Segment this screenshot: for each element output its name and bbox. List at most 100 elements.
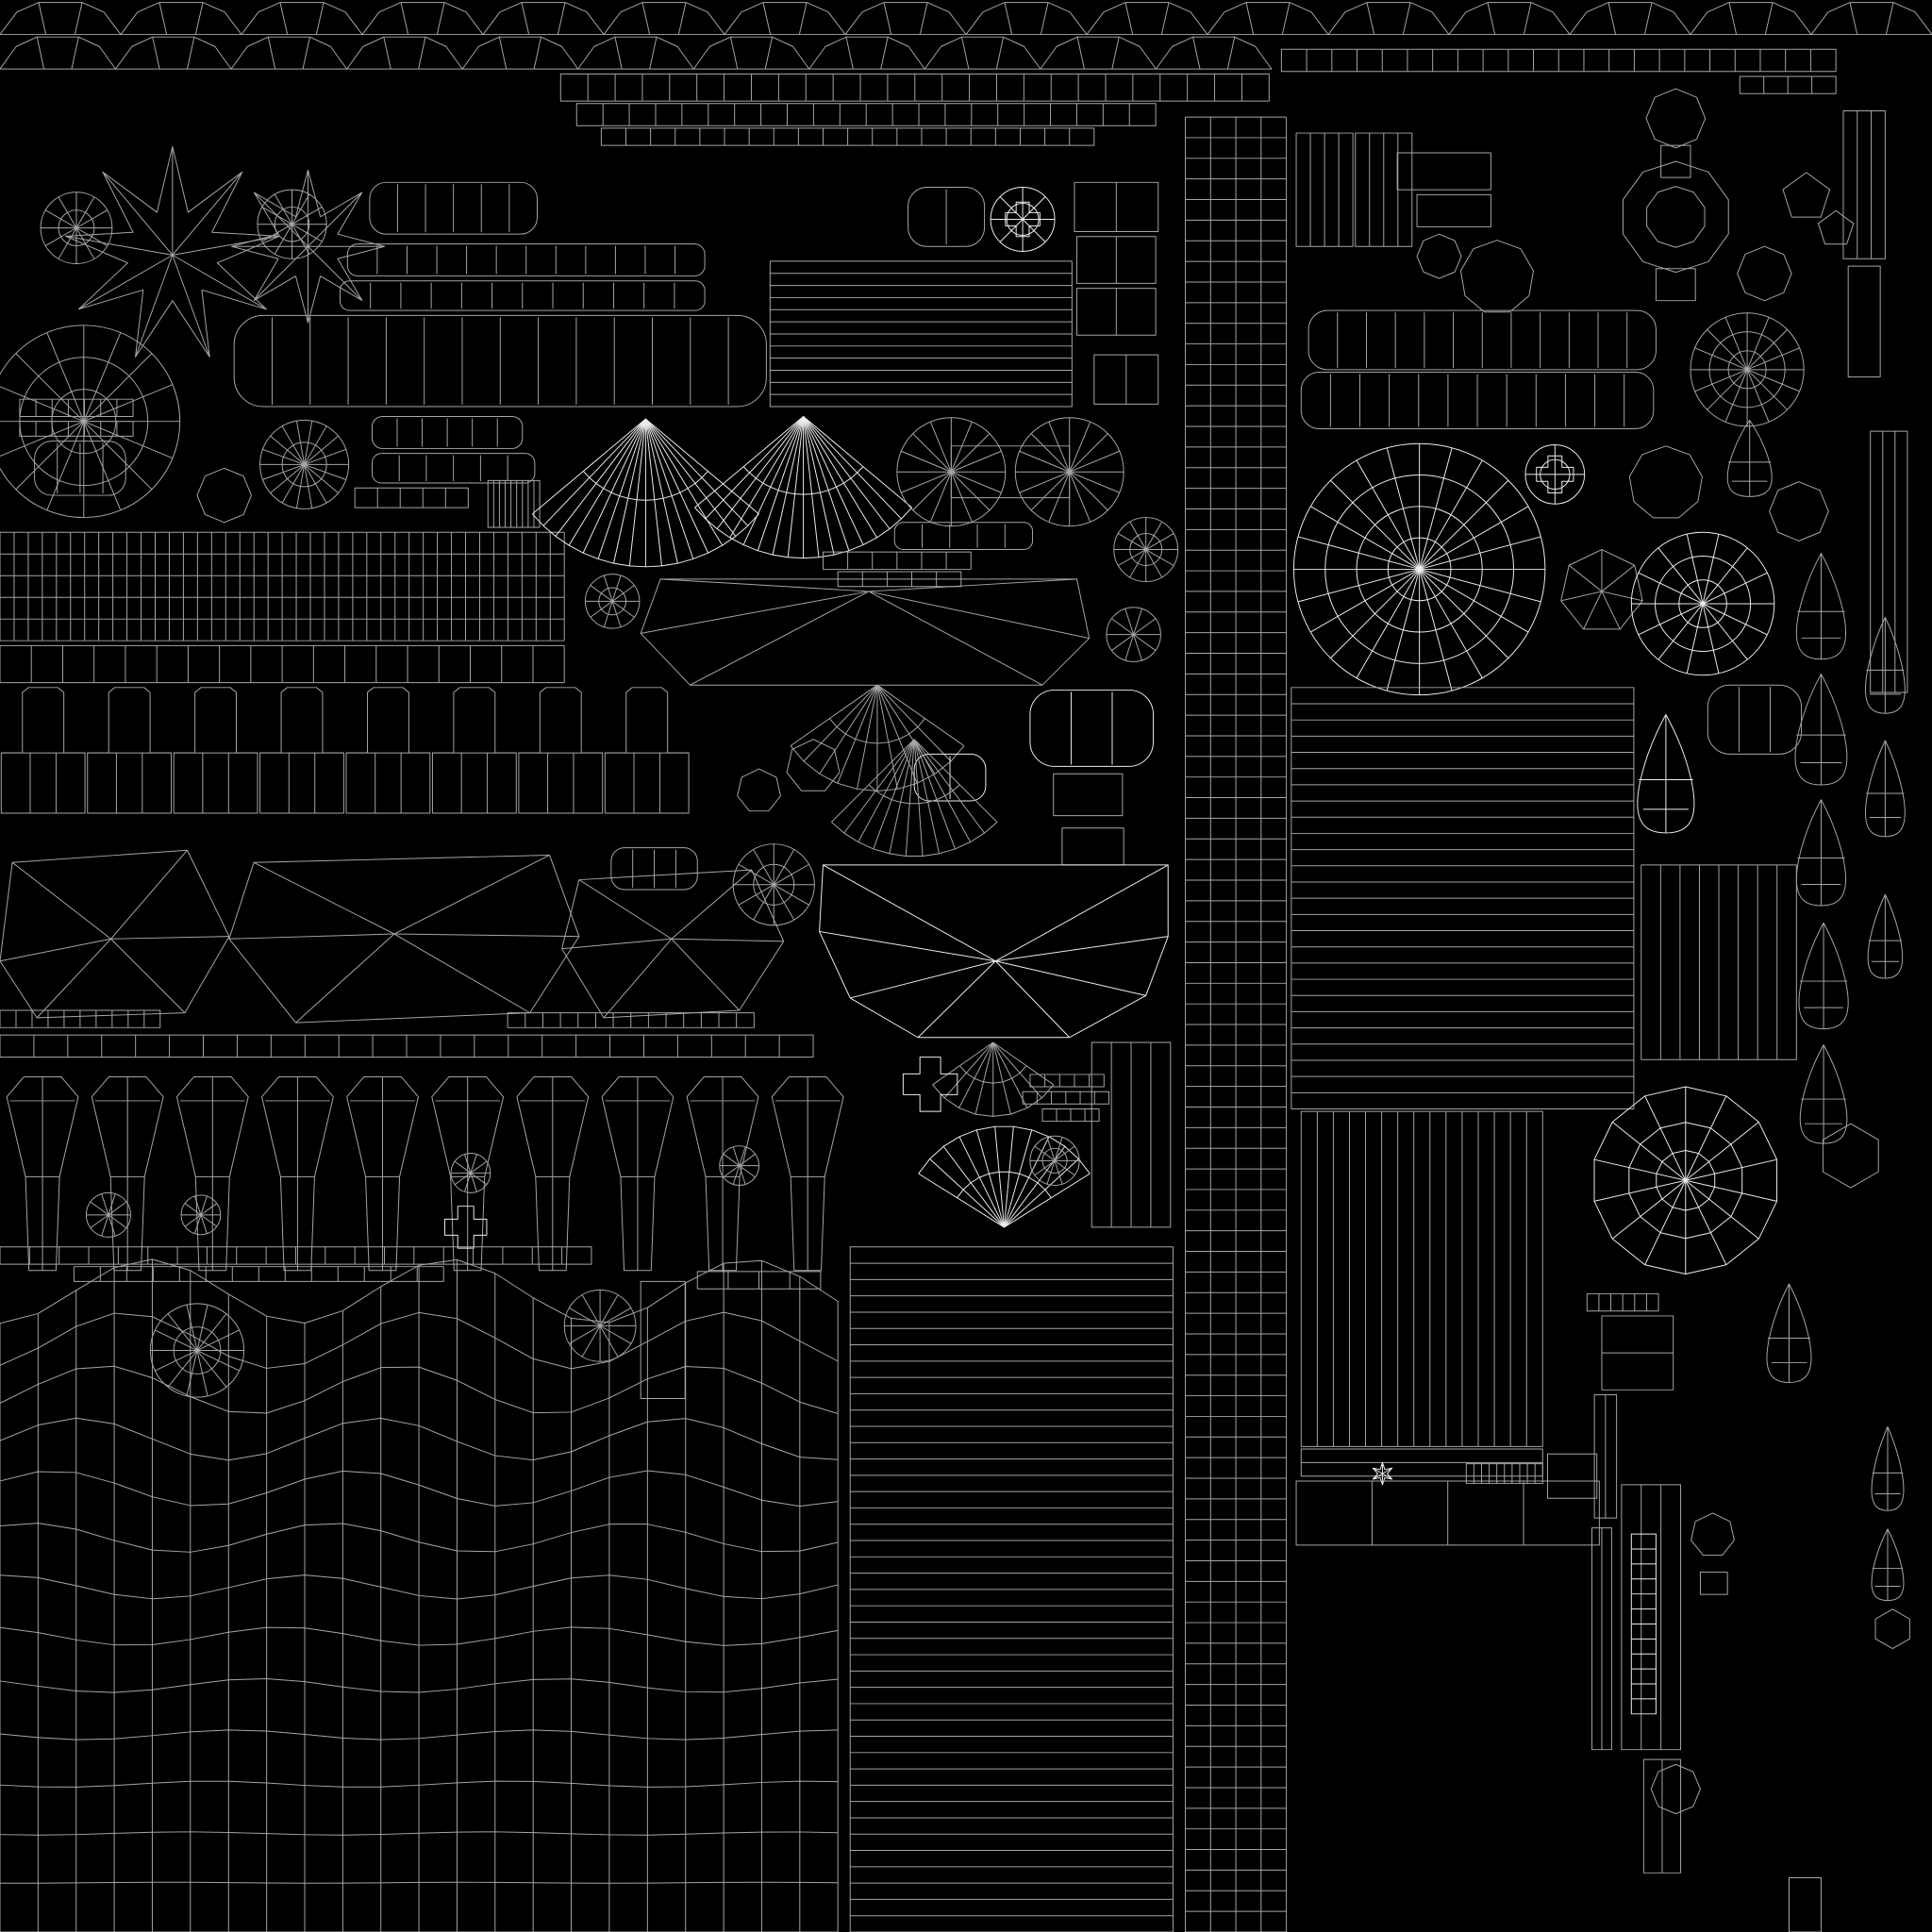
uv-island-capsule-31 [610,847,698,891]
uv-island-seg_bar-136 [1586,1292,1659,1312]
uv-island-roof-30 [561,869,785,1019]
uv-island-ngon-110 [1645,88,1707,149]
uv-island-radial-65 [1113,517,1179,582]
uv-island-radial-98 [1292,442,1546,696]
uv-island-ngon-115 [1817,209,1855,245]
uv-island-radial-40 [719,1145,760,1186]
uv-island-ngon-133 [1593,1086,1778,1275]
uv-island-radial-15 [259,419,350,509]
uv-island-rect-120 [1847,265,1881,378]
uv-island-radial-62 [1014,417,1124,527]
uv-island-capsule-72 [1029,689,1155,767]
uv-island-teardrop-127 [1637,714,1695,834]
uv-island-radial-45 [149,1303,245,1398]
uv-island-ngon-112 [1622,160,1729,274]
uv-island-seg_bar-4 [600,127,1095,146]
uv-island-ngon-99 [1560,549,1643,630]
uv-island-vstripes-138 [1593,1394,1618,1519]
uv-island-seg_bar-35 [0,1034,814,1058]
uv-island-ngon-148 [1650,1763,1701,1815]
uv-island-rect-91 [1416,193,1491,227]
uv-island-cross-81 [902,1057,958,1112]
uv-island-seg_bar-6 [1739,75,1837,94]
uv-island-hstripes-105 [1300,1448,1543,1477]
uv-island-radial-32 [732,843,815,926]
uv-island-capsule-95 [1300,371,1655,430]
uv-island-vstripes-104 [1300,1110,1543,1447]
uv-island-capsule-75 [913,753,987,802]
uv-island-seg_bar-56 [1076,236,1157,284]
uv-island-ngon-73 [786,739,841,791]
uv-island-rect-47 [640,1280,686,1399]
uv-island-radial-66 [1106,607,1161,662]
uv-island-hstripes-141 [1630,1533,1657,1715]
uv-island-teardrop-125 [1864,616,1906,714]
uv-island-ngon-114 [1782,172,1831,218]
uv-island-roof-70 [640,578,1091,686]
uv-island-ngon-134 [1822,1123,1879,1189]
uv-island-radial-53 [990,187,1056,252]
uv-island-gridw-44 [0,1258,839,1932]
uv-island-capsule-19 [339,280,706,311]
uv-island-vstripes-119 [1842,110,1886,259]
uv-island-fan-60 [694,416,913,559]
uv-island-hstripes-49 [849,1246,1174,1932]
uv-island-bottle_row-36 [6,1076,844,1272]
uv-island-radial-117 [1690,312,1805,427]
uv-island-radial-37 [85,1191,131,1238]
uv-island-seg_bar-48 [696,1271,822,1290]
uv-island-seg_bar-84 [1029,1074,1105,1088]
uv-island-capsule-94 [1307,309,1657,371]
uv-island-burst-8 [231,169,385,324]
uv-island-radial-69 [584,574,641,629]
uv-island-vstripes-87 [1091,1041,1172,1228]
uv-island-fan-80 [932,1041,1055,1117]
uv-island-rect-149 [1788,1877,1822,1932]
uv-island-hstripes-103 [1291,687,1635,1109]
uv-island-shingle_row-0 [0,2,1932,36]
uv-island-capsule-22 [371,453,536,484]
uv-island-ngon-93 [1416,233,1462,279]
uv-island-vstripes-147 [1642,1758,1682,1874]
uv-island-fan-59 [532,418,759,568]
uv-island-seg_bar-58 [1093,354,1159,405]
uv-island-seg_bar-33 [0,1009,161,1028]
uv-island-rect-78 [1061,827,1124,866]
uv-island-vstripes-24 [487,479,541,528]
uv-island-teardrop-144 [1871,1426,1905,1511]
uv-island-burst-7 [65,145,280,358]
uv-island-seg_bar-42 [0,1246,592,1265]
uv-island-rect-63 [950,445,1071,499]
uv-island-ngon-146 [1874,1608,1910,1650]
uv-island-seg_bar-86 [1041,1108,1100,1123]
uv-island-capsule-52 [908,187,986,247]
uv-island-shingle_row-1 [0,36,1273,70]
uv-island-teardrop-124 [1795,799,1847,907]
uv-island-merlon_row-27 [0,687,690,814]
uv-island-ngon-100 [1628,445,1703,519]
uv-island-ngon-102 [1769,481,1829,541]
uv-island-rect-77 [1053,773,1124,817]
uv-island-seg_bar-67 [822,551,972,570]
uv-island-ngon-116 [1737,245,1792,302]
uv-island-seg_bar-55 [1074,181,1159,233]
uv-island-rect-111 [1660,144,1691,178]
uv-island-seg_bar-3 [575,103,1157,126]
uv-island-seg_bar-26 [0,644,565,684]
uv-island-capsule-21 [371,415,524,449]
uv-island-seg_bar-57 [1076,288,1157,336]
uv-island-vstripes-140 [1621,1484,1682,1751]
uv-island-cross-97 [1536,455,1574,493]
uv-island-teardrop-145 [1871,1528,1905,1602]
uv-island-teardrop-123 [1794,673,1848,786]
uv-island-radial-10 [257,189,327,259]
uv-island-burst-106 [1372,1461,1393,1486]
uv-island-fan-71 [790,684,965,792]
uv-island-seg_bar-34 [507,1012,755,1028]
uv-island-seg_bar-85 [1022,1091,1109,1105]
uv-island-radial-101 [1630,531,1775,676]
uv-island-teardrop-118 [1726,419,1773,497]
uv-island-capsule-64 [893,522,1034,551]
uv-island-capsule-17 [369,181,538,235]
